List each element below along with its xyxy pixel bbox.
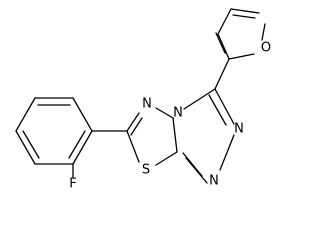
molecule-structure: F S N N N N O: [15, 8, 271, 192]
nitrogen-right-label: N: [234, 122, 244, 137]
furan-oxygen-label: O: [261, 41, 271, 56]
triazole-ring: [182, 88, 235, 184]
nitrogen-upper-label: N: [142, 97, 152, 112]
fluorophenyl-ring: [15, 97, 93, 165]
nitrogen-bridge-label: N: [173, 106, 183, 121]
furan-link-bond: [214, 58, 230, 90]
nitrogen-lower-label: N: [209, 174, 219, 189]
thiadiazole-ring: [126, 107, 178, 166]
furan-ring: [215, 8, 266, 60]
fluorine-atom-label: F: [69, 177, 76, 192]
sulfur-atom-label: S: [142, 163, 150, 178]
